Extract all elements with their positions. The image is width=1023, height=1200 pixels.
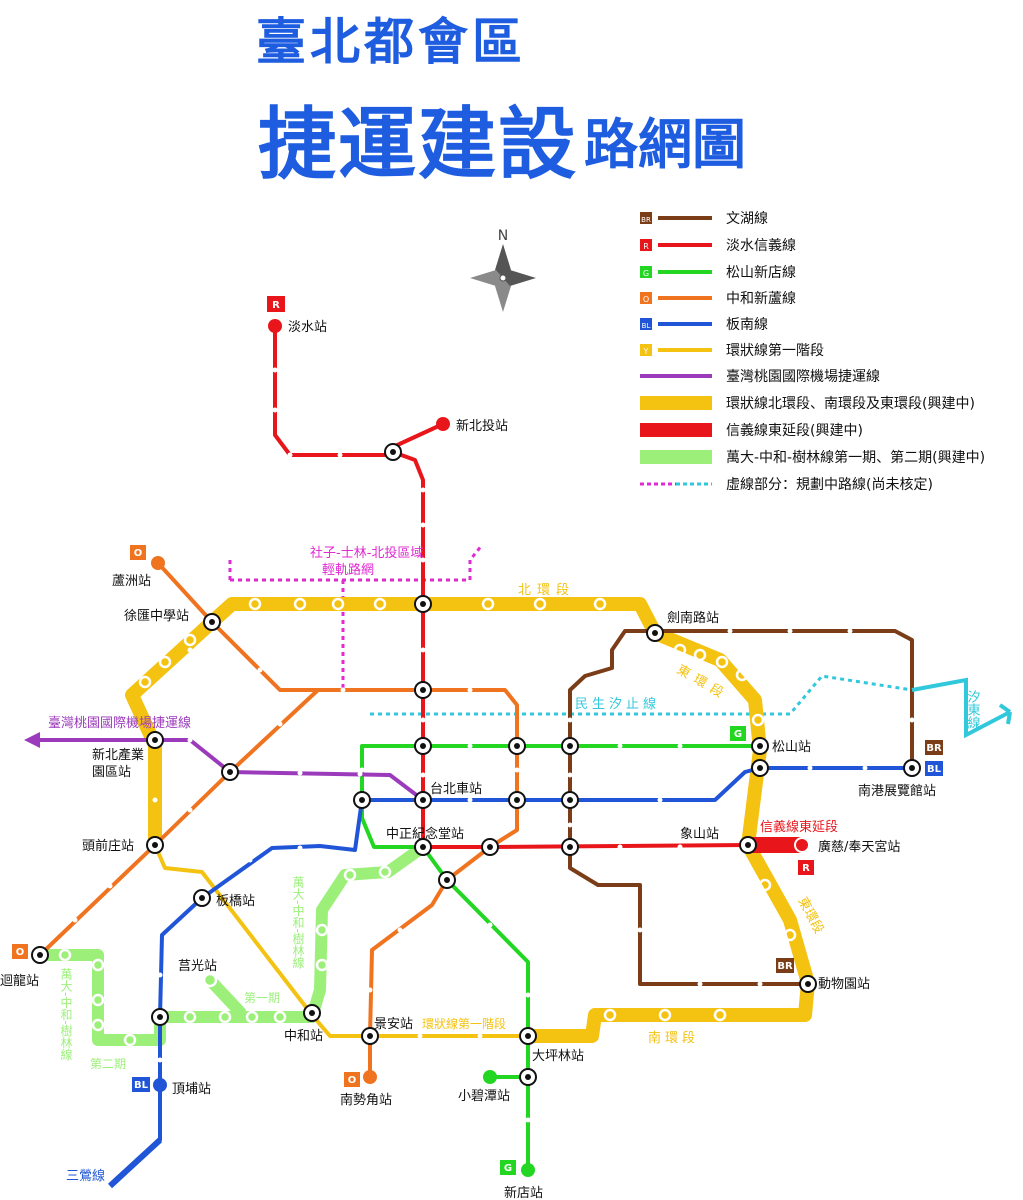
legend-item-wanda: 萬大-中和-樹林線第一期、第二期(興建中) <box>726 449 985 466</box>
label-wanda-vertical: 萬大-中和-樹林線 <box>291 876 305 969</box>
legend-item-planned: 虛線部分：規劃中路線(尚未核定) <box>726 477 933 493</box>
legend-item-tamsui-xinyi: 淡水信義線 <box>726 237 796 254</box>
station-tamsui: 淡水站 <box>288 320 327 335</box>
minor-stops <box>72 367 915 1123</box>
legend-item-airport-mrt: 臺灣桃園國際機場捷運線 <box>726 369 880 385</box>
station-taipei-main: 台北車站 <box>430 782 482 797</box>
station-xinbeitou: 新北投站 <box>456 418 508 434</box>
ring-station-markers <box>58 597 797 1047</box>
compass-north-label: N <box>498 228 508 244</box>
badge-nanshijiao: O <box>348 1075 357 1086</box>
svg-text:R: R <box>643 242 649 251</box>
map-line-badges: R O O O G G BR BL BR BL R <box>12 296 943 1175</box>
station-touqianzhuang: 頭前庄站 <box>82 838 134 854</box>
badge-songshan: G <box>734 729 742 740</box>
station-xiaobitan: 小碧潭站 <box>458 1089 510 1104</box>
station-guangci: 廣慈/奉天宮站 <box>818 839 900 855</box>
svg-text:Y: Y <box>643 347 649 356</box>
circular-ring-line <box>207 597 815 1043</box>
station-dingpu: 頂埔站 <box>172 1082 211 1097</box>
label-circular-phase1: 環狀線第一階段 <box>422 1016 506 1031</box>
legend-item-songshan-xindian: 松山新店線 <box>726 265 796 281</box>
legend-item-bannan: 板南線 <box>726 317 768 333</box>
station-jingan: 景安站 <box>374 1017 413 1032</box>
station-banqiao: 板橋站 <box>216 894 255 909</box>
badge-huilong: O <box>16 947 25 958</box>
airport-mrt-line <box>155 738 425 802</box>
badge-nangang-br: BR <box>926 743 942 754</box>
station-xuhui: 徐匯中學站 <box>124 609 189 624</box>
circular-ring-west <box>125 616 217 845</box>
badge-xindian: G <box>504 1163 512 1174</box>
compass-icon: N <box>470 228 536 312</box>
station-xindian: 新店站 <box>504 1185 543 1200</box>
badge-guangci: R <box>802 863 810 874</box>
badge-nangang-bl: BL <box>927 764 942 775</box>
station-huilong: 迴龍站 <box>0 973 39 989</box>
svg-text:BR: BR <box>641 216 651 224</box>
map-title-main: 捷運建設 <box>258 99 579 190</box>
badge-zoo: BR <box>777 961 793 972</box>
sanying-arrow <box>107 1137 163 1189</box>
svg-text:BL: BL <box>642 322 651 330</box>
legend-item-wenhu: 文湖線 <box>726 211 768 227</box>
station-labels: 淡水站 新北投站 蘆洲站 徐匯中學站 劍南路站 新北產業 園區站 松山站 南港展… <box>0 320 936 1200</box>
station-xinbei-industrial-1: 新北產業 <box>92 747 144 763</box>
station-xiangshan: 象山站 <box>680 827 719 842</box>
label-airport-mrt: 臺灣桃園國際機場捷運線 <box>48 715 191 731</box>
interchange-stations[interactable] <box>31 443 921 1086</box>
label-xinyi-east: 信義線東延段 <box>760 819 838 835</box>
station-luzhou: 蘆洲站 <box>112 574 151 589</box>
station-nanshijiao: 南勢角站 <box>340 1092 392 1108</box>
legend-item-zhonghe-xinlu: 中和新蘆線 <box>726 291 796 307</box>
station-zoo: 動物園站 <box>818 977 870 992</box>
svg-text:O: O <box>643 295 649 304</box>
label-xizhi-east: 汐東線 <box>965 689 981 729</box>
svg-text:G: G <box>643 269 649 278</box>
label-south-ring: 南環段 <box>648 1030 699 1046</box>
map-title-suffix: 路網圖 <box>584 112 746 176</box>
legend-item-circular-phase1: 環狀線第一階段 <box>726 342 824 359</box>
badge-tamsui: R <box>272 300 280 311</box>
station-zhonghe: 中和站 <box>284 1029 323 1044</box>
station-juguang: 莒光站 <box>178 959 217 974</box>
station-nangang: 南港展覽館站 <box>858 783 936 799</box>
label-north-ring: 北環段 <box>518 583 575 598</box>
legend-item-circular-construction: 環狀線北環段、南環段及東環段(興建中) <box>726 396 975 412</box>
xidong-line <box>911 677 1012 739</box>
badge-luzhou: O <box>134 548 143 559</box>
station-cks: 中正紀念堂站 <box>386 826 464 842</box>
legend-item-xinyi-east: 信義線東延段(興建中) <box>726 422 863 439</box>
wanda-juguang-branch <box>204 974 246 1018</box>
label-sanying: 三鶯線 <box>66 1168 105 1184</box>
label-light-rail-2: 輕軌路網 <box>322 562 374 578</box>
station-songshan: 松山站 <box>772 740 811 755</box>
station-dapinglin: 大坪林站 <box>532 1049 584 1064</box>
label-wanda-left: 萬大-中和-樹林線 <box>59 968 73 1061</box>
badge-dingpu: BL <box>134 1080 149 1091</box>
legend: BR 文湖線 R 淡水信義線 G 松山新店線 O 中和新蘆線 BL 板南線 Y … <box>640 211 985 493</box>
station-xinbei-industrial-2: 園區站 <box>92 765 131 780</box>
map-title-line1: 臺北都會區 <box>256 12 526 71</box>
wenhu-line <box>568 629 914 986</box>
label-minsheng-xizhi: 民生汐止線 <box>575 696 660 712</box>
station-jiannan: 劍南路站 <box>667 610 719 626</box>
label-phase2: 第二期 <box>90 1057 126 1071</box>
terminal-stations[interactable] <box>151 319 810 1177</box>
label-phase1: 第一期 <box>244 991 280 1005</box>
label-light-rail-1: 社子-士林-北投區域 <box>310 545 423 561</box>
